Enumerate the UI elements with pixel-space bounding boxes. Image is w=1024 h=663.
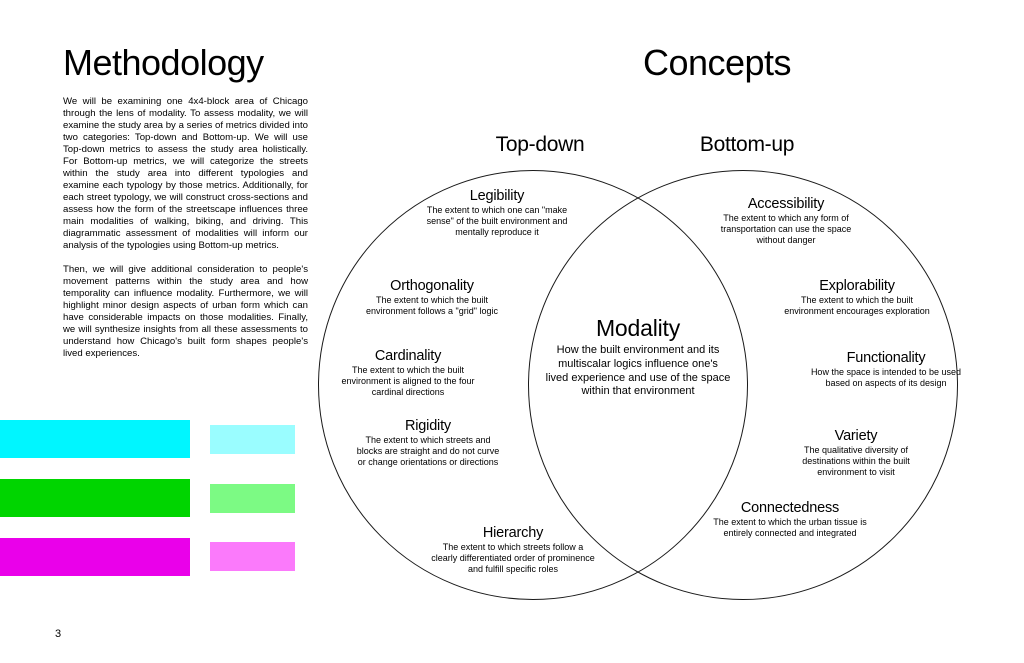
venn-item-orthogonality: Orthogonality The extent to which the bu… [355, 278, 510, 317]
venn-item-title: Legibility [469, 188, 525, 204]
venn-item-variety: Variety The qualitative diversity of des… [786, 428, 926, 478]
venn-item-desc: The qualitative diversity of destination… [802, 445, 910, 477]
label-top-down: Top-down [495, 133, 585, 156]
venn-item-title: Explorability [819, 278, 895, 294]
venn-item-desc: The extent to which the built environmen… [366, 295, 498, 316]
modality-desc: How the built environment and its multis… [545, 344, 731, 398]
swatch-green-main [0, 479, 190, 517]
label-bottom-up: Bottom-up [699, 133, 795, 156]
venn-item-desc: The extent to which one can "make sense"… [426, 205, 568, 237]
venn-item-title: Cardinality [374, 348, 442, 364]
modality-title: Modality [595, 315, 681, 341]
venn-item-connectedness: Connectedness The extent to which the ur… [710, 500, 870, 539]
methodology-text: We will be examining one 4x4-block area … [63, 96, 308, 372]
venn-item-rigidity: Rigidity The extent to which streets and… [353, 418, 503, 468]
venn-item-explorability: Explorability The extent to which the bu… [780, 278, 935, 317]
swatch-magenta-main [0, 538, 190, 576]
venn-item-title: Rigidity [405, 418, 451, 434]
venn-item-title: Accessibility [747, 196, 825, 212]
venn-item-desc: The extent to which streets follow a cle… [431, 542, 595, 574]
venn-item-desc: The extent to which any form of transpor… [720, 213, 852, 245]
page-number: 3 [55, 628, 62, 640]
venn-item-cardinality: Cardinality The extent to which the buil… [333, 348, 483, 398]
venn-item-desc: The extent to which the built environmen… [784, 295, 930, 316]
methodology-paragraph-2: Then, we will give additional considerat… [63, 263, 308, 359]
venn-item-desc: How the space is intended to be used bas… [810, 367, 962, 388]
venn-item-legibility: Legibility The extent to which one can "… [417, 188, 577, 238]
venn-item-desc: The extent to which the built environmen… [341, 365, 475, 397]
venn-item-hierarchy: Hierarchy The extent to which streets fo… [431, 525, 596, 575]
methodology-title: Methodology [63, 42, 264, 83]
venn-item-modality: Modality How the built environment and i… [546, 315, 731, 399]
venn-item-desc: The extent to which the urban tissue is … [713, 517, 867, 538]
venn-item-desc: The extent to which streets and blocks a… [356, 435, 500, 467]
swatch-cyan-main [0, 420, 190, 458]
venn-item-title: Variety [834, 428, 878, 444]
methodology-paragraph-1: We will be examining one 4x4-block area … [63, 96, 308, 251]
venn-item-accessibility: Accessibility The extent to which any fo… [706, 196, 866, 246]
swatch-magenta-light [210, 542, 295, 571]
venn-item-functionality: Functionality How the space is intended … [801, 350, 971, 389]
swatch-green-light [210, 484, 295, 513]
swatch-cyan-light [210, 425, 295, 454]
venn-item-title: Hierarchy [482, 525, 544, 541]
venn-item-title: Connectedness [740, 500, 840, 516]
venn-item-title: Orthogonality [390, 278, 474, 294]
concepts-title: Concepts [642, 42, 792, 83]
venn-circle-bottom-up [528, 170, 958, 600]
venn-item-title: Functionality [846, 350, 926, 366]
